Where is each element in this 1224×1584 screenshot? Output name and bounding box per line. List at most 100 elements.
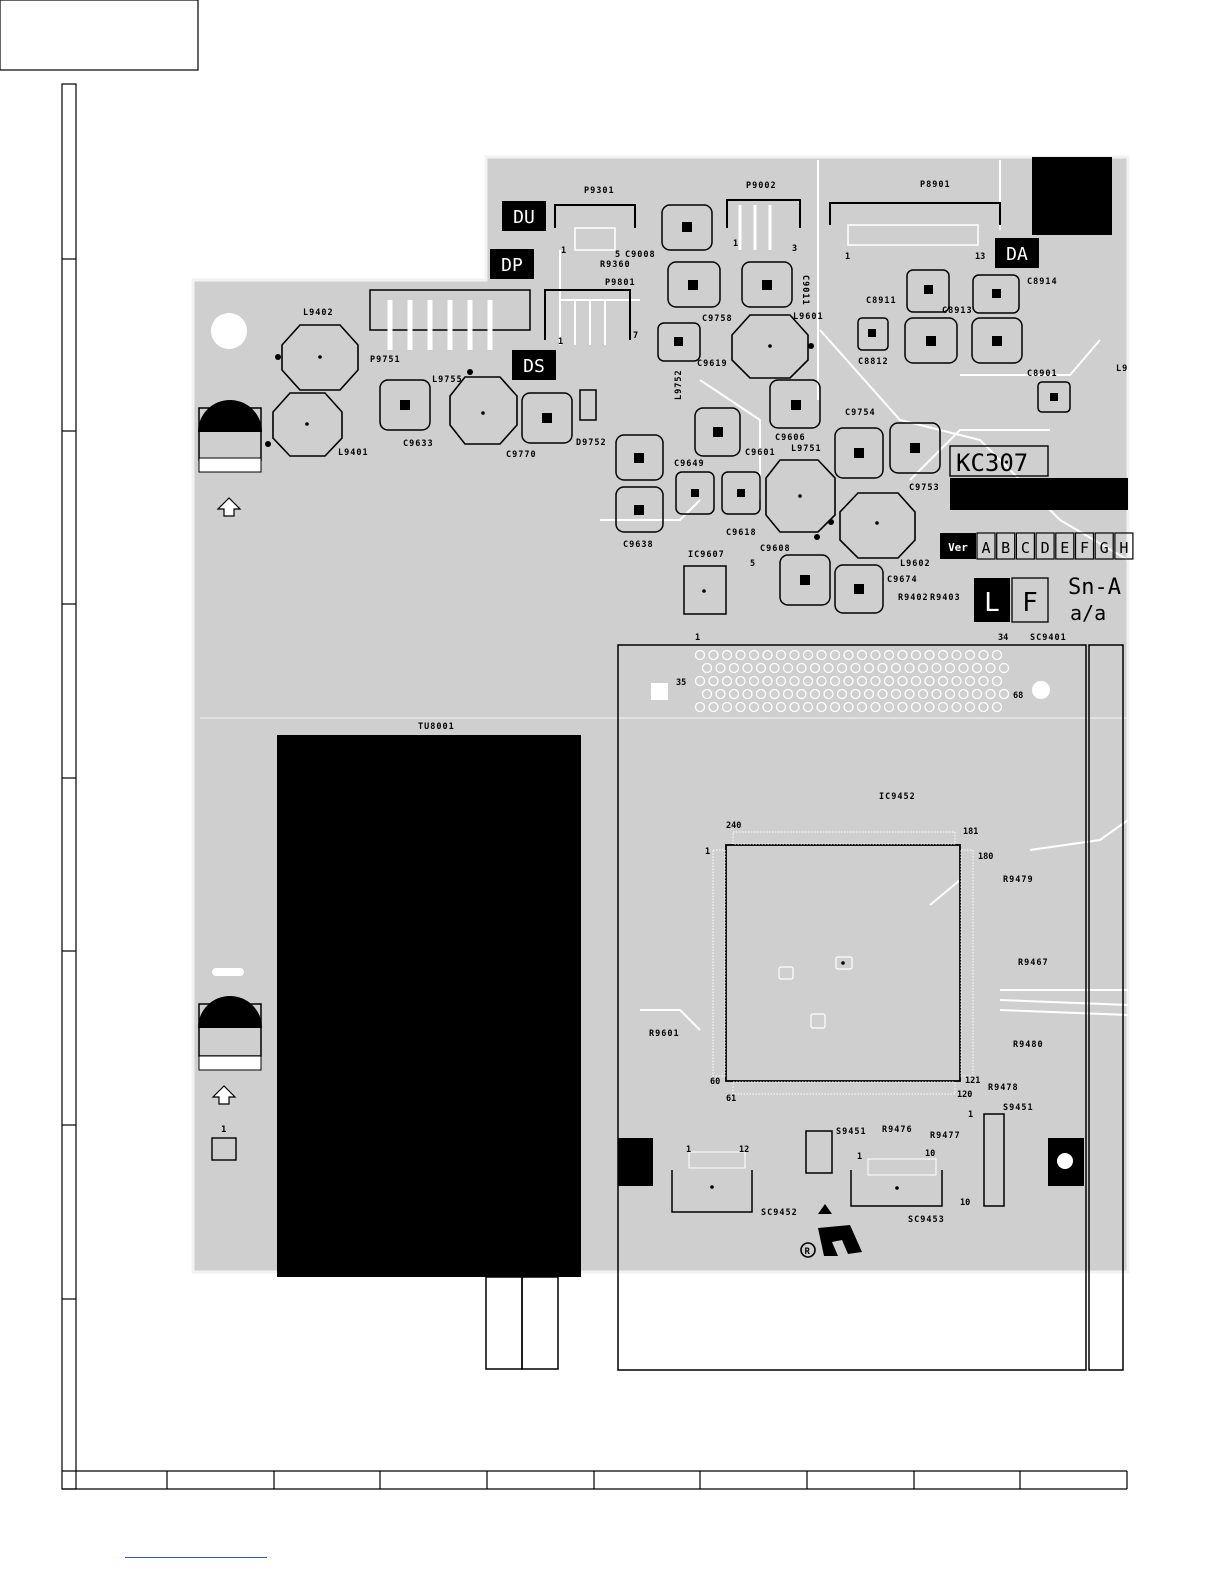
svg-text:1: 1 <box>686 1145 691 1155</box>
svg-text:SC9401: SC9401 <box>1030 633 1067 643</box>
via <box>931 662 942 674</box>
svg-text:C8901: C8901 <box>1027 369 1058 379</box>
svg-text:S9451: S9451 <box>836 1127 867 1137</box>
via-grid <box>694 649 1010 713</box>
version-box <box>1074 532 1095 560</box>
version-box <box>996 532 1016 560</box>
svg-text:R9360: R9360 <box>600 260 631 270</box>
svg-text:L9401: L9401 <box>338 448 369 458</box>
svg-text:C9618: C9618 <box>726 528 757 538</box>
svg-text:180: 180 <box>978 852 993 862</box>
via <box>721 701 733 713</box>
svg-text:L9752: L9752 <box>674 369 684 400</box>
inductors <box>272 314 916 559</box>
svg-text:C9758: C9758 <box>702 314 733 324</box>
via <box>782 688 794 700</box>
svg-text:1: 1 <box>845 252 850 262</box>
svg-text:7: 7 <box>633 331 638 341</box>
via <box>904 662 915 674</box>
via <box>775 649 787 661</box>
version-box <box>1094 532 1114 560</box>
jack-top <box>198 400 262 473</box>
via <box>843 701 854 713</box>
svg-text:R9467: R9467 <box>1018 958 1049 968</box>
inductor-centers <box>305 344 879 525</box>
via <box>769 688 780 700</box>
svg-text:DP: DP <box>501 255 523 276</box>
via <box>823 662 834 674</box>
svg-text:P9801: P9801 <box>605 278 636 288</box>
svg-text:S9451: S9451 <box>1003 1103 1034 1113</box>
via <box>924 701 935 713</box>
svg-text:R9478: R9478 <box>988 1083 1019 1093</box>
via <box>721 649 733 661</box>
tuner-tabs <box>485 1276 559 1370</box>
via <box>816 701 827 713</box>
svg-text:R9477: R9477 <box>930 1131 961 1141</box>
svg-text:R: R <box>805 1247 811 1257</box>
svg-text:L9602: L9602 <box>900 559 931 569</box>
via <box>708 675 719 687</box>
via <box>917 662 929 674</box>
via <box>985 662 996 674</box>
svg-text:L9751: L9751 <box>791 444 822 454</box>
via <box>870 649 881 661</box>
via <box>937 701 949 713</box>
via <box>910 701 922 713</box>
via <box>985 688 996 700</box>
svg-text:IC9607: IC9607 <box>688 550 725 560</box>
via <box>708 701 719 713</box>
arrow-up-icon <box>216 497 242 517</box>
svg-text:C9753: C9753 <box>909 483 940 493</box>
via <box>964 649 976 661</box>
svg-text:DS: DS <box>523 356 545 377</box>
svg-text:C9633: C9633 <box>403 439 434 449</box>
via <box>856 649 868 661</box>
via <box>978 675 989 687</box>
svg-text:10: 10 <box>925 1149 935 1159</box>
via <box>951 649 962 661</box>
model-bar <box>950 478 1128 510</box>
area-mark-dp: DP <box>490 249 534 279</box>
via <box>708 649 719 661</box>
shield-foot-hole <box>1057 1153 1073 1169</box>
svg-text:1: 1 <box>561 246 566 256</box>
via <box>883 675 895 687</box>
svg-text:1: 1 <box>733 239 738 249</box>
via <box>775 675 787 687</box>
connector-sc9452 <box>671 1151 753 1213</box>
svg-text:L9: L9 <box>1116 364 1128 374</box>
svg-text:SC9453: SC9453 <box>908 1215 945 1225</box>
svg-text:R9480: R9480 <box>1013 1040 1044 1050</box>
svg-text:1: 1 <box>968 1110 973 1120</box>
via <box>877 688 888 700</box>
via <box>701 688 713 700</box>
svg-text:C9011: C9011 <box>800 275 810 306</box>
svg-text:TU8001: TU8001 <box>418 722 455 732</box>
via <box>789 649 800 661</box>
via <box>958 662 969 674</box>
footer-link-underline[interactable] <box>125 1557 267 1558</box>
via <box>796 688 807 700</box>
via <box>897 649 908 661</box>
marker-dots <box>265 343 834 593</box>
via <box>701 662 713 674</box>
svg-text:120: 120 <box>957 1090 972 1100</box>
test-pad-pin: 1 <box>221 1125 226 1135</box>
via <box>910 675 922 687</box>
area-mark-da: DA <box>995 238 1039 268</box>
jack-bottom <box>198 968 262 1071</box>
switch-s9451 <box>805 1113 1005 1207</box>
via <box>897 701 908 713</box>
svg-text:C9606: C9606 <box>775 433 806 443</box>
sc9453-center <box>895 1186 899 1190</box>
via <box>789 701 800 713</box>
svg-text:5: 5 <box>750 559 755 569</box>
via <box>890 662 902 674</box>
via <box>762 675 773 687</box>
via <box>998 662 1010 674</box>
svg-text:61: 61 <box>726 1094 736 1104</box>
via <box>991 649 1003 661</box>
